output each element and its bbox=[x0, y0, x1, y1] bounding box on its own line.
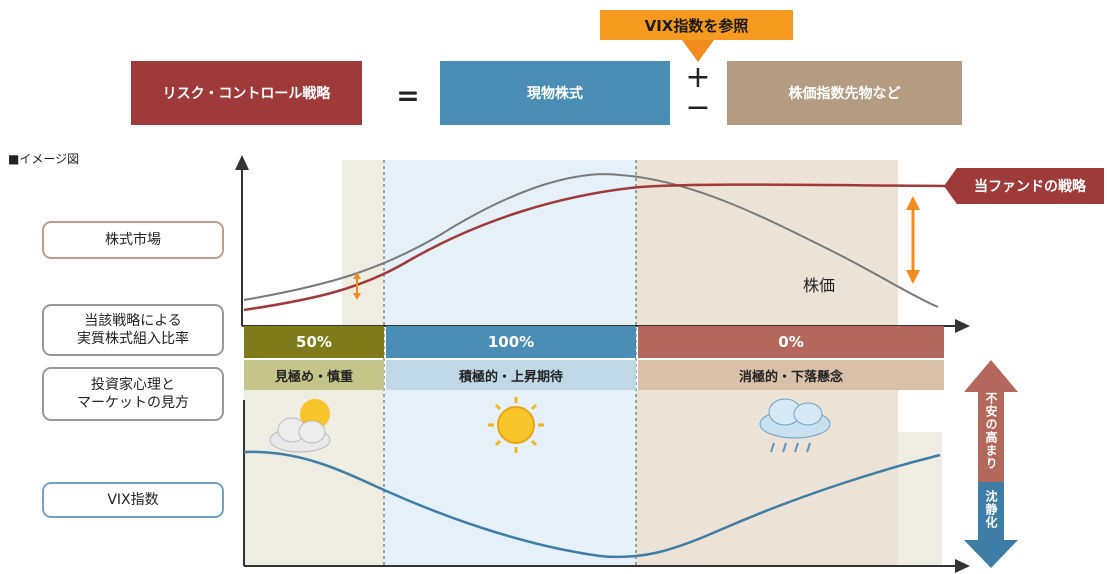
spot-stock-box: 現物株式 bbox=[440, 61, 670, 125]
phase-2-view: 積極的・上昇期待 bbox=[386, 360, 636, 390]
stock-price-curve bbox=[243, 173, 939, 308]
upper-x-arrow bbox=[955, 319, 970, 333]
row-label-equity-ratio-line1: 当該戦略による bbox=[84, 312, 182, 329]
zone-cautious-upper bbox=[342, 160, 384, 326]
futures-box: 株価指数先物など bbox=[727, 61, 962, 125]
row-label-equity-ratio-line2: 実質株式組入比率 bbox=[77, 331, 189, 347]
calm-label: 沈静化 bbox=[984, 490, 998, 529]
small-orange-arrow-up bbox=[353, 272, 361, 279]
calm-arrow bbox=[964, 482, 1018, 568]
phase-3-view: 消極的・下落懸念 bbox=[638, 360, 944, 390]
row-label-stock-market: 株式市場 bbox=[42, 221, 224, 259]
row-label-sentiment-line2: マーケットの見方 bbox=[77, 395, 189, 411]
zone-end-lower bbox=[898, 432, 942, 565]
phase-1-view: 見極め・慎重 bbox=[244, 360, 384, 390]
zone-negative bbox=[636, 160, 898, 326]
fund-strategy-label: 当ファンドの戦略 bbox=[944, 168, 1104, 204]
fund-strategy-curve bbox=[243, 183, 946, 312]
vix-reference-box: VIX指数を参照 bbox=[600, 10, 793, 40]
phase-1-ratio: 50% bbox=[244, 326, 384, 358]
row-label-equity-ratio: 当該戦略による 実質株式組入比率 bbox=[42, 304, 224, 356]
partly-cloudy-icon bbox=[269, 399, 331, 453]
small-orange-arrow-down bbox=[353, 293, 361, 300]
phase-3-ratio: 0% bbox=[638, 326, 944, 358]
image-diagram-label: ■イメージ図 bbox=[8, 152, 80, 166]
upper-y-arrow bbox=[235, 155, 249, 170]
sun-icon bbox=[488, 397, 544, 453]
row-label-vix: VIX指数 bbox=[42, 482, 224, 518]
risk-control-strategy-box: リスク・コントロール戦略 bbox=[131, 61, 362, 125]
row-label-vix-text: VIX指数 bbox=[107, 491, 159, 508]
vix-reference-arrow bbox=[682, 40, 714, 62]
anxiety-arrow bbox=[964, 360, 1018, 482]
rain-cloud-icon bbox=[759, 398, 831, 453]
anxiety-high-label: 不安の高まり bbox=[984, 392, 998, 470]
equals-sign: = bbox=[396, 78, 420, 112]
plus-sign: + bbox=[685, 59, 711, 95]
stock-price-label: 株価 bbox=[803, 276, 836, 295]
row-label-sentiment-line1: 投資家心理と bbox=[91, 376, 175, 393]
zone-positive bbox=[384, 160, 636, 326]
minus-sign: − bbox=[685, 89, 711, 125]
large-orange-arrow-down bbox=[906, 270, 920, 284]
lower-x-arrow bbox=[955, 559, 970, 573]
large-orange-arrow-up bbox=[906, 196, 920, 210]
row-label-sentiment: 投資家心理と マーケットの見方 bbox=[42, 367, 224, 421]
vix-curve bbox=[243, 450, 941, 559]
phase-2-ratio: 100% bbox=[386, 326, 636, 358]
row-label-stock-market-text: 株式市場 bbox=[105, 231, 161, 248]
